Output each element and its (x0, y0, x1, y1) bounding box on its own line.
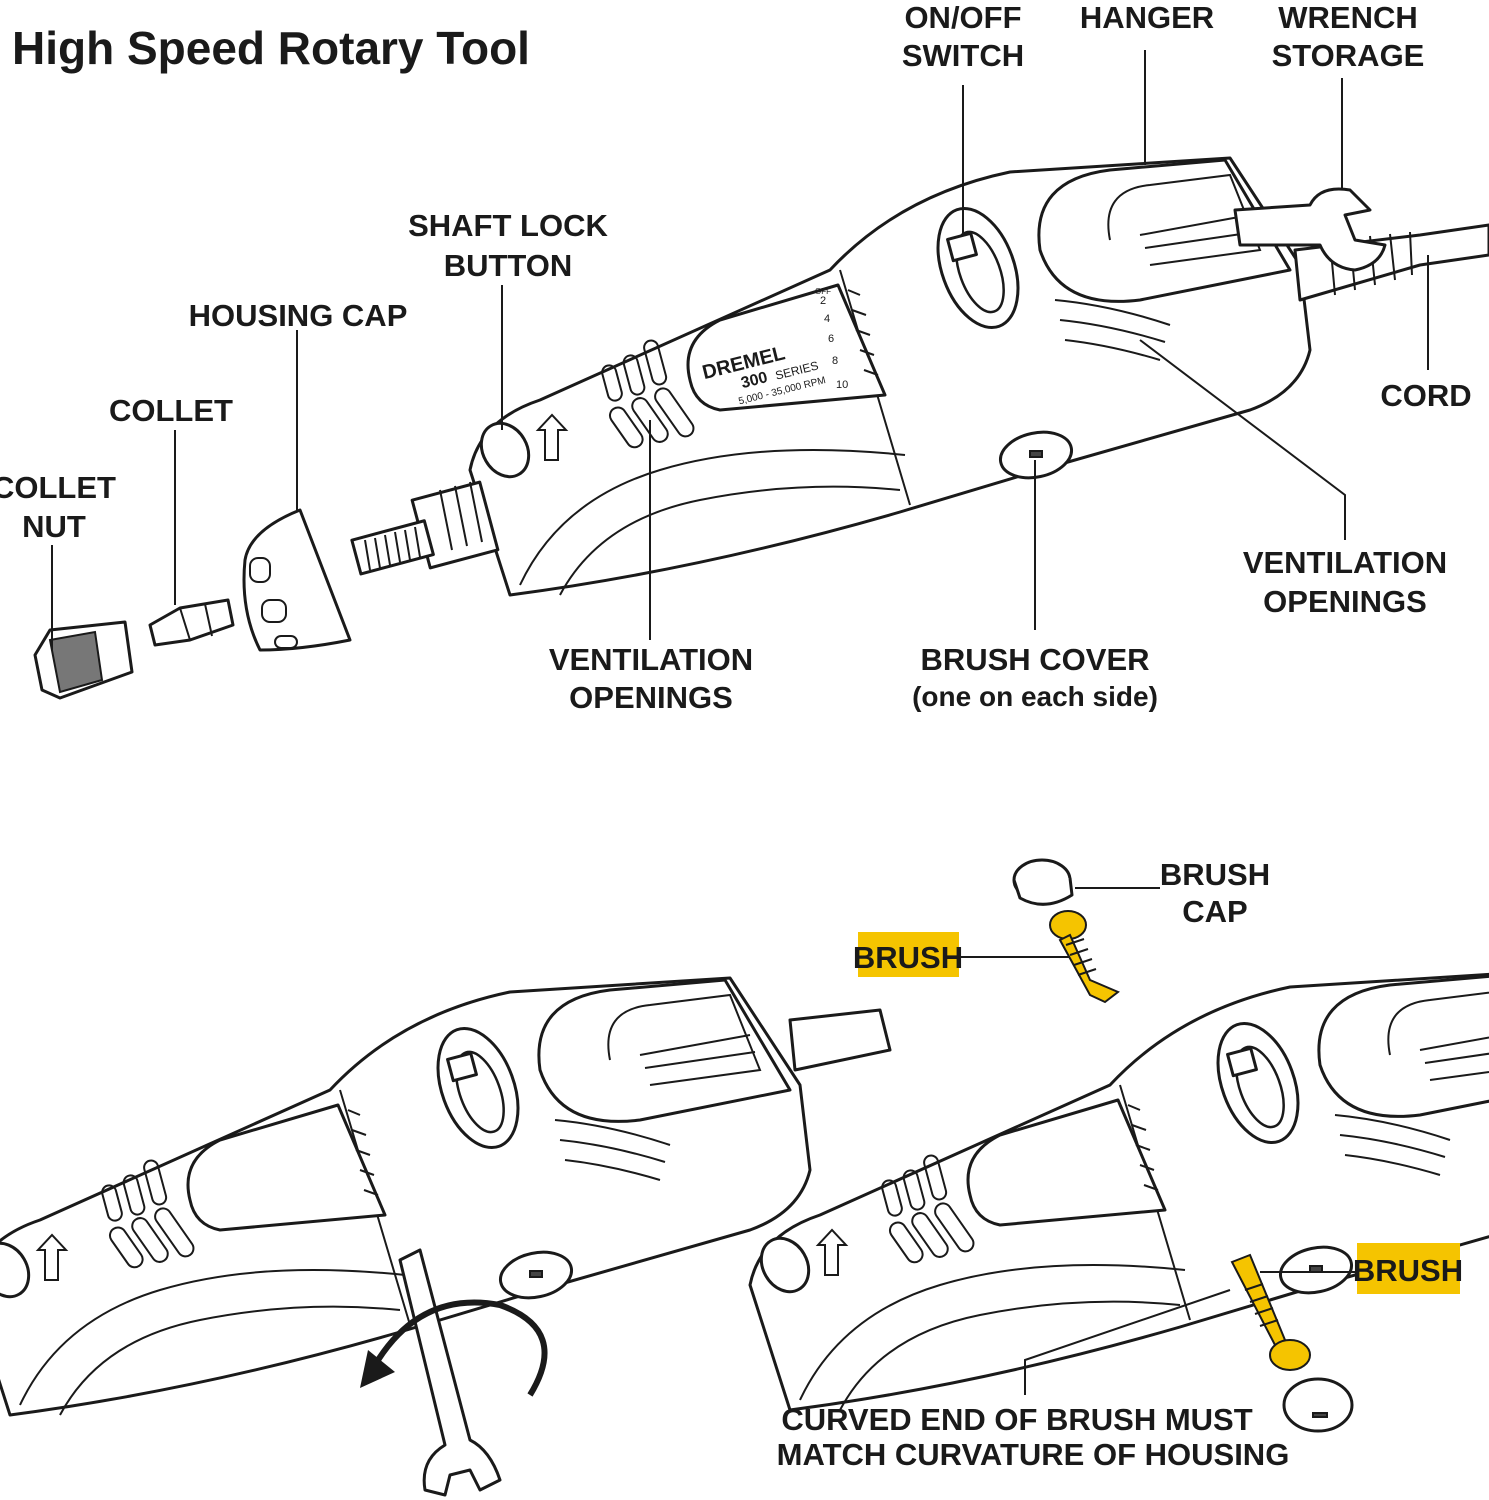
label-collet: COLLET (109, 393, 233, 428)
svg-text:2: 2 (820, 295, 826, 307)
wrench (1233, 187, 1387, 272)
threaded-shaft (350, 480, 500, 576)
label-brush-cap: CAP (1182, 894, 1247, 929)
svg-text:300: 300 (739, 369, 769, 392)
label-brush-top: BRUSH (853, 940, 963, 975)
svg-text:4: 4 (824, 313, 830, 325)
label-brush-cover: BRUSH COVER (920, 642, 1149, 677)
brush-cap-top (1012, 858, 1074, 906)
collet-nut (33, 620, 134, 700)
label-ventilation-openings-right: VENTILATION (1243, 545, 1447, 580)
label-shaft-lock-button: SHAFT LOCK (408, 208, 608, 243)
label-ventilation-openings-left: OPENINGS (569, 680, 733, 715)
rotary-tool-exploded-view (33, 156, 1489, 700)
label-curved-end-note: CURVED END OF BRUSH MUST (781, 1402, 1252, 1437)
label-on-off-switch: SWITCH (902, 38, 1024, 73)
label-wrench-storage: STORAGE (1272, 38, 1425, 73)
label-hanger: HANGER (1080, 0, 1214, 35)
label-cord: CORD (1380, 378, 1471, 413)
speed-dial: OFF 2 4 6 8 10 (815, 287, 848, 391)
wrench-turning-brush-cover (360, 1248, 548, 1497)
label-housing-cap: HOUSING CAP (189, 298, 408, 333)
brush-cap-bottom (1282, 1377, 1354, 1433)
svg-text:6: 6 (828, 333, 834, 345)
brush-top (1049, 910, 1120, 1004)
label-on-off-switch: ON/OFF (904, 0, 1021, 35)
label-collet-nut: COLLET (0, 470, 116, 505)
label-brush-cap: BRUSH (1160, 857, 1270, 892)
label-brush-bottom: BRUSH (1353, 1253, 1463, 1288)
label-collet-nut: NUT (22, 509, 86, 544)
label-curved-end-note: MATCH CURVATURE OF HOUSING (777, 1437, 1290, 1472)
label-wrench-storage: WRENCH (1278, 0, 1418, 35)
svg-text:OFF: OFF (815, 287, 831, 296)
page-title: High Speed Rotary Tool (12, 22, 530, 74)
svg-text:8: 8 (832, 355, 838, 367)
label-ventilation-openings-left: VENTILATION (549, 642, 753, 677)
svg-text:10: 10 (836, 379, 848, 391)
collet (148, 598, 235, 647)
brush-bottom (1230, 1253, 1311, 1371)
leader-lines (51, 50, 1429, 1395)
label-ventilation-openings-right: OPENINGS (1263, 584, 1427, 619)
housing-cap (242, 508, 352, 652)
cord (1293, 223, 1489, 302)
brush-cover-removal-view (0, 976, 892, 1417)
rotate-arrow (372, 1299, 548, 1397)
label-shaft-lock-button: BUTTON (444, 248, 573, 283)
label-brush-cover-note: (one on each side) (912, 681, 1158, 712)
